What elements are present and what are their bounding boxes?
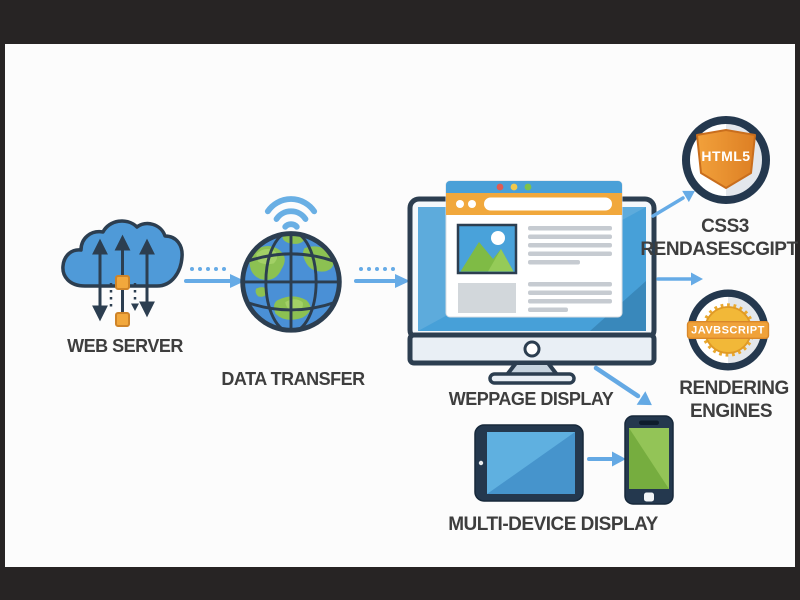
- dotted-arrow-server-to-globe-icon: [184, 267, 245, 288]
- content-placeholder-box: [458, 283, 516, 313]
- smartphone-icon: [624, 415, 674, 505]
- javascript-ribbon-text: JAVBSCRIPT: [691, 325, 765, 337]
- wifi-icon: [264, 196, 318, 230]
- text-lines-block: [528, 226, 612, 265]
- html5-shield-badge-icon: HTML5: [682, 116, 770, 204]
- browser-window-icon: [445, 180, 623, 318]
- data-transfer-label: DATA TRANSFER: [221, 369, 365, 389]
- tablet-button-icon: [478, 460, 484, 466]
- traffic-light-yellow-icon: [510, 183, 518, 191]
- multi-device-display-label: MULTI-DEVICE DISPLAY: [448, 514, 658, 535]
- rendascescgipt-caption: RENDASESCGIPT: [640, 239, 798, 260]
- javascript-ribbon-badge-icon: JAVBSCRIPT: [686, 289, 770, 371]
- dotted-arrow-globe-to-monitor-icon: [354, 267, 410, 288]
- letterbox-bar-top: [0, 0, 800, 44]
- address-bar-icon: [484, 197, 612, 211]
- letterbox-bar-bottom: [0, 567, 800, 600]
- cloud-sync-icon: [61, 219, 184, 327]
- text-lines-block: [528, 282, 612, 312]
- page-thumbnail-image-icon: [456, 223, 518, 275]
- webpage-display-label: WEPPAGE DISPLAY: [448, 389, 614, 409]
- arrow-monitor-to-js-badge-icon: [656, 272, 703, 286]
- css3-caption: CSS3: [701, 216, 749, 237]
- arrow-monitor-to-html5-badge-icon: [651, 190, 695, 218]
- tablet-icon: [474, 424, 584, 502]
- rendering-caption: RENDERING: [679, 378, 789, 399]
- arrow-display-to-devices-icon: [593, 365, 652, 406]
- globe-wifi-icon: [240, 196, 342, 333]
- arrow-tablet-to-phone-icon: [587, 451, 626, 467]
- traffic-light-green-icon: [524, 183, 532, 191]
- engines-caption: ENGINES: [689, 401, 773, 422]
- traffic-light-red-icon: [496, 183, 504, 191]
- html5-shield-text: HTML5: [701, 148, 750, 164]
- phone-speaker-icon: [639, 420, 659, 425]
- web-server-label: WEB SERVER: [67, 336, 183, 356]
- phone-home-button-icon: [644, 492, 654, 502]
- monitor-power-button-icon: [523, 340, 541, 358]
